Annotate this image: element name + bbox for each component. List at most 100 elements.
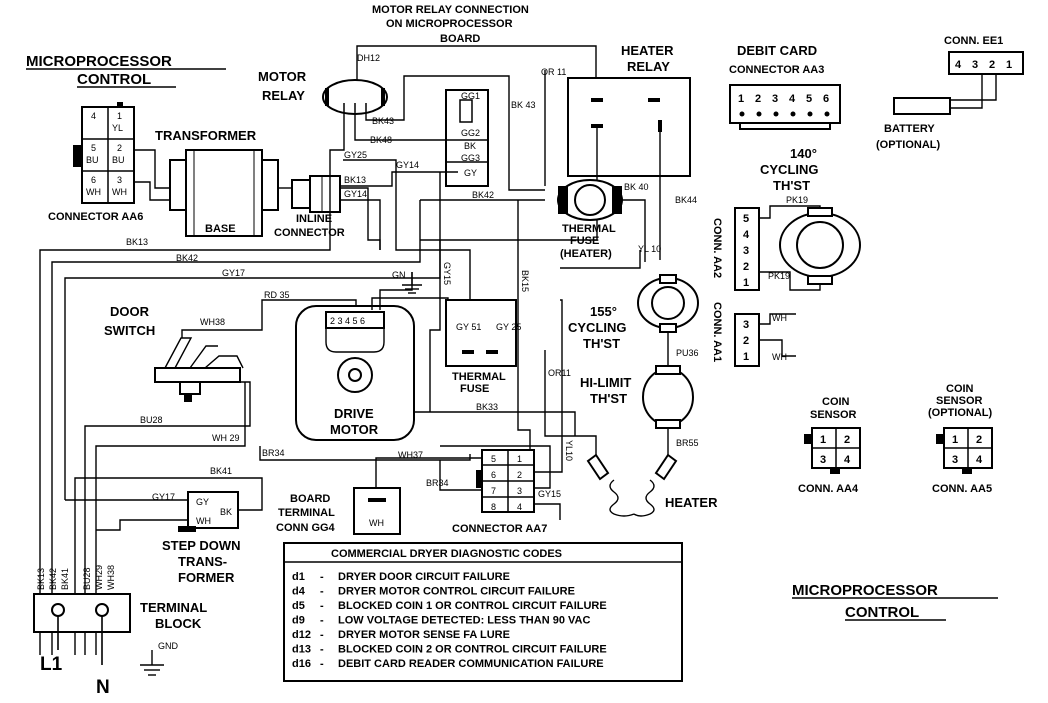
debit-pin-6: 6 <box>823 93 829 105</box>
wire-wh29: WH 29 <box>212 433 240 443</box>
diag-sep-d9: - <box>320 615 324 627</box>
aa1-pin-3: 3 <box>743 319 749 331</box>
terminal-block-label-2: BLOCK <box>155 616 202 631</box>
coin-sensor-aa4 <box>804 427 861 474</box>
gg2-label: GG2 <box>461 128 480 138</box>
terminal-wire-bk41: BK41 <box>60 568 70 590</box>
diag-sep-d4: - <box>320 586 324 598</box>
ee1-pin-2: 2 <box>989 59 995 71</box>
aa7-pin-4: 4 <box>517 502 522 512</box>
battery-label-1: BATTERY <box>884 123 935 135</box>
door-switch-label-1: DOOR <box>110 304 150 319</box>
coin-sensor-opt-label-1: COIN <box>946 383 974 395</box>
aa6-pin-color-3: WH <box>112 187 127 197</box>
aa6-pin-1: 1 <box>117 111 122 121</box>
aa6-pin-4: 4 <box>91 111 96 121</box>
motor-relay-label-1: MOTOR <box>258 69 307 84</box>
gnd-label: GND <box>158 641 179 651</box>
wire-bk42-lower: BK42 <box>176 253 198 263</box>
battery-label-2: (OPTIONAL) <box>876 139 940 151</box>
wire-wh38: WH38 <box>200 317 225 327</box>
aa7-pin-8: 8 <box>491 502 496 512</box>
door-switch-label-2: SWITCH <box>104 323 155 338</box>
drive-motor <box>295 305 415 441</box>
wire-bk15: BK15 <box>520 270 530 292</box>
diag-sep-d16: - <box>320 658 324 670</box>
conn-aa5-label: CONN. AA5 <box>932 483 992 495</box>
cycling-155-label-2: CYCLING <box>568 320 627 335</box>
hi-limit-label-2: TH'ST <box>590 391 627 406</box>
connector-aa7 <box>476 449 535 513</box>
aa7-pin-2: 2 <box>517 470 522 480</box>
wire-yl10-aa7: YL10 <box>564 440 574 461</box>
debit-card-label-1: DEBIT CARD <box>737 43 817 58</box>
stepdown-bk: BK <box>220 507 232 517</box>
terminal-block <box>33 593 131 665</box>
diag-desc-d16: DEBIT CARD READER COMMUNICATION FAILURE <box>338 658 604 670</box>
terminal-wire-bu28: BU28 <box>82 567 92 590</box>
gg2-wire-bk: BK <box>464 141 476 151</box>
connector-aa6-label: CONNECTOR AA6 <box>48 211 143 223</box>
wire-dh12: DH12 <box>357 53 380 63</box>
wire-bk41: BK41 <box>210 466 232 476</box>
diagnostic-codes-table <box>283 542 683 682</box>
title-micro-bottom-line1: MICROPROCESSOR <box>792 582 938 599</box>
wire-bk13: BK13 <box>344 175 366 185</box>
aa7-pin-6: 6 <box>491 470 496 480</box>
ee1-pin-1: 1 <box>1006 59 1012 71</box>
heater-label: HEATER <box>665 495 718 510</box>
wire-br34-aa7: BR34 <box>426 478 449 488</box>
gg3-label: GG3 <box>461 153 480 163</box>
debit-pin-3: 3 <box>772 93 778 105</box>
wire-bk33: BK33 <box>476 402 498 412</box>
aa6-pin-color-1: YL <box>112 123 123 133</box>
aa6-pin-color-5: BU <box>86 155 99 165</box>
diag-desc-d13: BLOCKED COIN 2 OR CONTROL CIRCUIT FAILUR… <box>338 644 607 656</box>
aa4-pin-1: 1 <box>820 434 826 446</box>
debit-pin-dot-1 <box>739 111 745 117</box>
inline-connector <box>291 175 341 213</box>
thermal-fuse-heater-label-3: (HEATER) <box>560 248 612 260</box>
diag-code-d12: d12 <box>292 629 311 641</box>
wire-gy25-fuse: GY 25 <box>496 322 521 332</box>
hi-limit-thermostat <box>642 365 694 429</box>
coin-sensor-opt-label-3: (OPTIONAL) <box>928 407 992 419</box>
cycling-140-label-1: 140° <box>790 146 817 161</box>
diag-sep-d5: - <box>320 600 324 612</box>
title-micro-bottom-line2: CONTROL <box>845 604 919 621</box>
wire-pk19-bottom: PK19 <box>768 271 790 281</box>
heater-element <box>586 453 678 517</box>
conn-aa4-label: CONN. AA4 <box>798 483 859 495</box>
aa5-pin-3: 3 <box>952 454 958 466</box>
wire-pk19-top: PK19 <box>786 195 808 205</box>
wire-gy14: GY14 <box>344 189 367 199</box>
title-micro-top-line2: CONTROL <box>77 71 151 88</box>
cycling-140-label-3: TH'ST <box>773 178 810 193</box>
drive-motor-pins: 2 3 4 5 6 <box>330 316 365 326</box>
aa5-pin-1: 1 <box>952 434 958 446</box>
transformer-base-label: BASE <box>205 223 236 235</box>
debit-pin-5: 5 <box>806 93 812 105</box>
board-terminal-label-1: BOARD <box>290 493 330 505</box>
diag-sep-d13: - <box>320 644 324 656</box>
terminal-wire-wh29: WH29 <box>94 565 104 590</box>
aa7-pin-3: 3 <box>517 486 522 496</box>
drive-motor-label-2: MOTOR <box>330 422 379 437</box>
step-down-label-3: FORMER <box>178 570 235 585</box>
door-switch <box>154 337 244 402</box>
diag-desc-d12: DRYER MOTOR SENSE FA LURE <box>338 629 510 641</box>
gg4-wire-wh: WH <box>369 518 384 528</box>
conn-aa2-label: CONN. AA2 <box>711 218 723 278</box>
diag-sep-d1: - <box>320 571 324 583</box>
l1-label: L1 <box>40 654 63 675</box>
inline-connector-label-1: INLINE <box>296 213 332 225</box>
wire-gy15-vert: GY15 <box>442 262 452 285</box>
aa2-pin-5: 5 <box>743 213 749 225</box>
conn-aa1-pins: 321 <box>743 319 749 363</box>
cycling-155-label-1: 155° <box>590 304 617 319</box>
